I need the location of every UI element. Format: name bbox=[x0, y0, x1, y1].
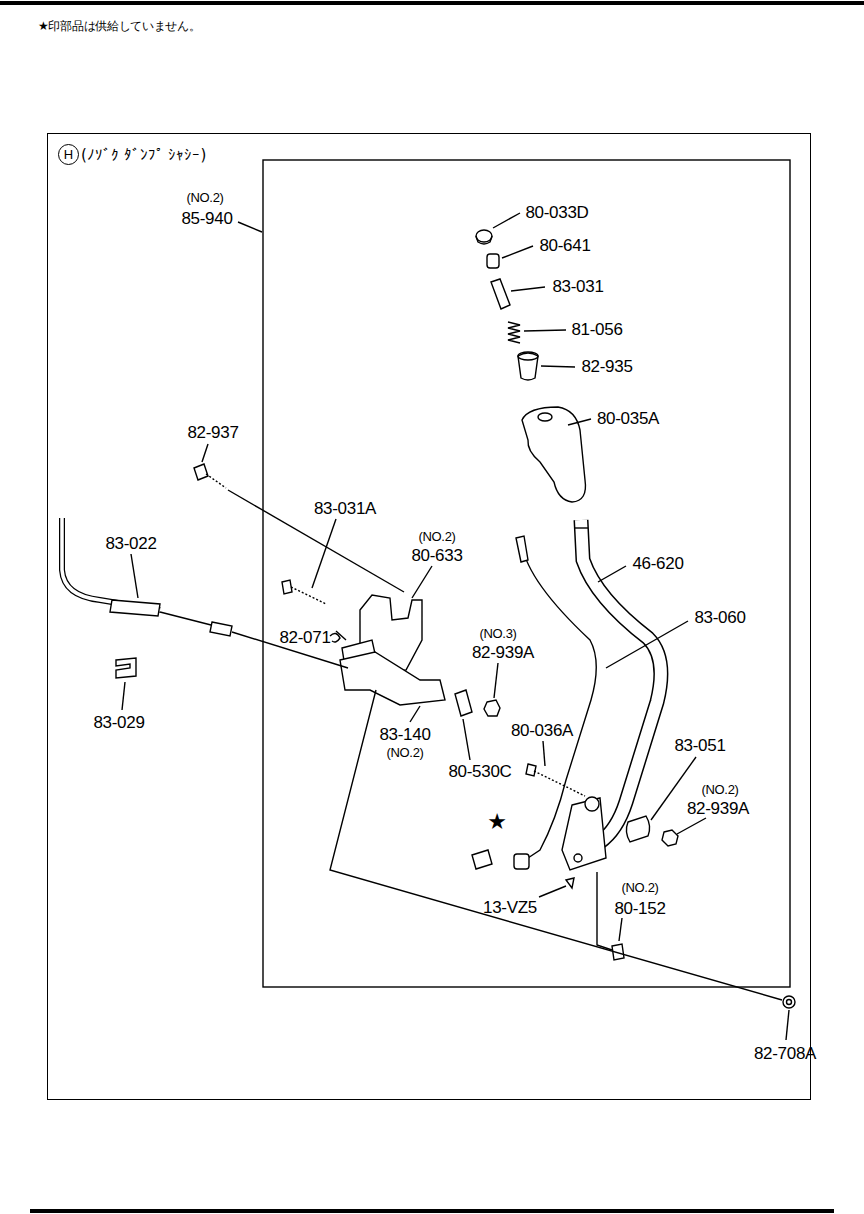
quantity-note: (NO.2) bbox=[386, 746, 423, 759]
quantity-note: (NO.2) bbox=[701, 783, 738, 796]
callout-number: 46-620 bbox=[632, 555, 683, 572]
quantity-note: (NO.3) bbox=[479, 627, 516, 640]
star-mark: ★ bbox=[487, 811, 506, 833]
callout-number: 82-939A bbox=[472, 644, 534, 661]
callout-number: 13-VZ5 bbox=[483, 899, 537, 916]
callout-number: 80-033D bbox=[525, 204, 588, 221]
callout-number: 80-641 bbox=[539, 237, 590, 254]
callout-number: 83-022 bbox=[105, 535, 156, 552]
callout-number: 82-939A bbox=[687, 800, 749, 817]
callout-number: 80-530C bbox=[448, 763, 511, 780]
section-letter: H bbox=[58, 144, 79, 165]
callout-number: 80-633 bbox=[411, 547, 462, 564]
callout-number: 82-937 bbox=[187, 424, 238, 441]
note-text: ★印部品は供給していません。 bbox=[38, 20, 201, 32]
callout-number: 80-035A bbox=[597, 410, 659, 427]
callout-number: 83-060 bbox=[694, 609, 745, 626]
callout-number: 80-152 bbox=[614, 900, 665, 917]
callout-number: 83-140 bbox=[379, 726, 430, 743]
callout-number: 83-029 bbox=[93, 714, 144, 731]
callout-number: 83-031A bbox=[314, 500, 376, 517]
callout-number: 82-935 bbox=[581, 358, 632, 375]
callout-number: 85-940 bbox=[181, 210, 232, 227]
section-heading: H(ﾉｿﾞｸ ﾀﾞﾝﾌﾟ ｼｬｼｰ) bbox=[58, 144, 206, 165]
quantity-note: (NO.2) bbox=[621, 881, 658, 894]
section-title: (ﾉｿﾞｸ ﾀﾞﾝﾌﾟ ｼｬｼｰ) bbox=[81, 146, 206, 164]
callout-number: 83-031 bbox=[552, 278, 603, 295]
quantity-note: (NO.2) bbox=[418, 530, 455, 543]
quantity-note: (NO.2) bbox=[186, 191, 223, 204]
callout-number: 82-708A bbox=[754, 1045, 816, 1062]
callout-number: 80-036A bbox=[511, 722, 573, 739]
callout-number: 82-071 bbox=[279, 629, 330, 646]
callout-number: 81-056 bbox=[571, 321, 622, 338]
callout-number: 83-051 bbox=[674, 737, 725, 754]
